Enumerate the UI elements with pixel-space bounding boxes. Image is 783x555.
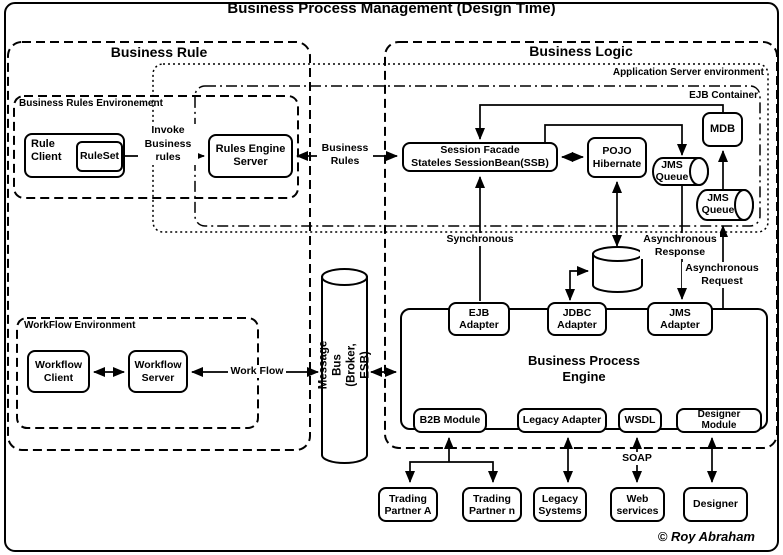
message-bus-cylinder: [321, 268, 368, 464]
ejb-container-label: EJB Container: [689, 90, 758, 101]
business-rule-frame: [7, 41, 311, 451]
jms-queue-top-label: JMS Queue: [655, 159, 689, 183]
outer-border: [4, 2, 779, 552]
jms-queue-bottom-cylinder: [696, 189, 754, 221]
legacy-systems-box: Legacy Systems: [533, 487, 587, 522]
copyright: © Roy Abraham: [657, 529, 755, 544]
trading-partner-a-box: Trading Partner A: [378, 487, 438, 522]
b2b-module-box: B2B Module: [413, 408, 487, 433]
jms-queue-bottom-label: JMS Queue: [701, 192, 735, 216]
session-facade-box: Session Facade Stateles SessionBean(SSB): [402, 142, 558, 172]
ejb-adapter-box: EJB Adapter: [448, 302, 510, 336]
rule-client-label: Rule Client: [31, 138, 62, 163]
app-server-env-label: Application Server environment: [612, 67, 764, 78]
asynchronous-request-label: Asynchronous Request: [682, 262, 762, 288]
page-title: Business Process Management (Design Time…: [227, 0, 556, 17]
business-rules-env-frame: [13, 95, 299, 199]
invoke-business-rules-label: Invoke Business rules: [138, 124, 198, 165]
jms-queue-top-cylinder: [652, 157, 709, 186]
trading-partner-n-box: Trading Partner n: [462, 487, 522, 522]
mdb-box: MDB: [702, 112, 743, 147]
business-rules-env-label: Business Rules Environement: [19, 98, 163, 109]
business-logic-frame: [384, 41, 778, 449]
edge-sessionfacade-jmsqueue: [544, 124, 687, 156]
soap-label: SOAP: [619, 452, 655, 465]
database-cylinder: [592, 246, 643, 293]
synchronous-label: Synchronous: [445, 233, 515, 246]
jms-adapter-box: JMS Adapter: [647, 302, 713, 336]
business-rule-heading: Business Rule: [110, 44, 208, 60]
web-services-box: Web services: [610, 487, 665, 522]
designer-module-box: Designer Module: [676, 408, 762, 433]
edge-jdbc-database: [565, 266, 589, 301]
pojo-hibernate-box: POJO Hibernate: [587, 137, 647, 178]
wsdl-box: WSDL: [618, 408, 662, 433]
jdbc-adapter-box: JDBC Adapter: [547, 302, 607, 336]
edge-mdb-sessionfacade: [475, 104, 724, 140]
workflow-env-label: WorkFlow Environment: [24, 320, 136, 331]
legacy-adapter-box: Legacy Adapter: [517, 408, 607, 433]
workflow-server-box: Workflow Server: [128, 350, 188, 393]
business-rules-label: Business Rules: [317, 142, 373, 168]
rules-engine-server-box: Rules Engine Server: [208, 134, 293, 178]
message-bus-label-wrap: Message Bus (Broker, ESB): [318, 272, 372, 458]
ejb-container-frame: [194, 85, 761, 227]
edge-b2b-partners: [405, 461, 498, 483]
designer-box: Designer: [683, 487, 748, 522]
message-bus-label: Message Bus (Broker, ESB): [317, 340, 372, 390]
asynchronous-response-label: Asynchronous Response: [640, 233, 720, 259]
workflow-client-box: Workflow Client: [27, 350, 90, 393]
ruleset-box: RuleSet: [76, 141, 123, 172]
work-flow-label: Work Flow: [228, 365, 286, 378]
business-logic-heading: Business Logic: [529, 43, 633, 59]
app-server-env-frame: [152, 63, 769, 233]
